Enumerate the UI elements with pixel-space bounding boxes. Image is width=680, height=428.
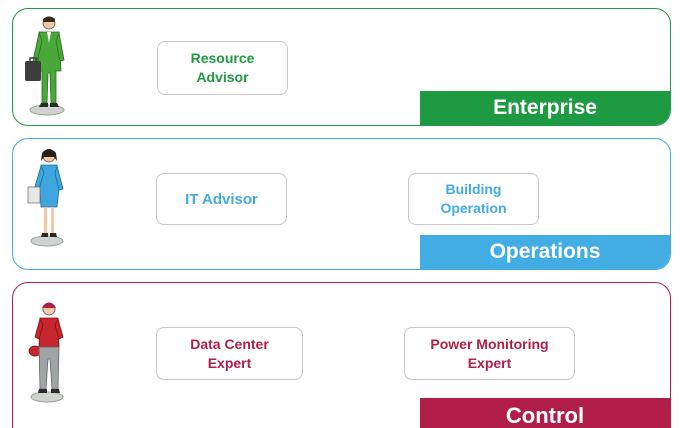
it-advisor-box[interactable]: IT Advisor bbox=[156, 173, 287, 225]
data-center-expert-box[interactable]: Data Center Expert bbox=[156, 327, 303, 380]
building-operation-label: Building Operation bbox=[440, 181, 507, 216]
operations-banner: Operations bbox=[420, 235, 670, 269]
control-banner: Control bbox=[420, 398, 670, 428]
operations-panel: IT Advisor Building Operation Operations bbox=[12, 138, 671, 270]
power-monitoring-expert-label: Power Monitoring Expert bbox=[430, 335, 549, 371]
enterprise-banner-label: Enterprise bbox=[493, 96, 597, 119]
data-center-expert-label: Data Center Expert bbox=[190, 335, 269, 371]
operations-banner-label: Operations bbox=[489, 240, 601, 263]
businessman-icon bbox=[25, 16, 65, 116]
enterprise-panel: Resource Advisor Enterprise bbox=[12, 8, 671, 126]
control-panel: Data Center Expert Power Monitoring Expe… bbox=[12, 282, 671, 428]
power-monitoring-expert-box[interactable]: Power Monitoring Expert bbox=[404, 327, 575, 380]
resource-advisor-box[interactable]: Resource Advisor bbox=[157, 41, 288, 95]
enterprise-banner: Enterprise bbox=[420, 91, 670, 125]
control-banner-label: Control bbox=[505, 403, 585, 428]
businesswoman-icon bbox=[27, 149, 64, 247]
resource-advisor-label: Resource Advisor bbox=[190, 50, 255, 85]
technician-icon bbox=[28, 302, 64, 403]
building-operation-box[interactable]: Building Operation bbox=[408, 173, 539, 225]
it-advisor-label: IT Advisor bbox=[185, 190, 258, 208]
